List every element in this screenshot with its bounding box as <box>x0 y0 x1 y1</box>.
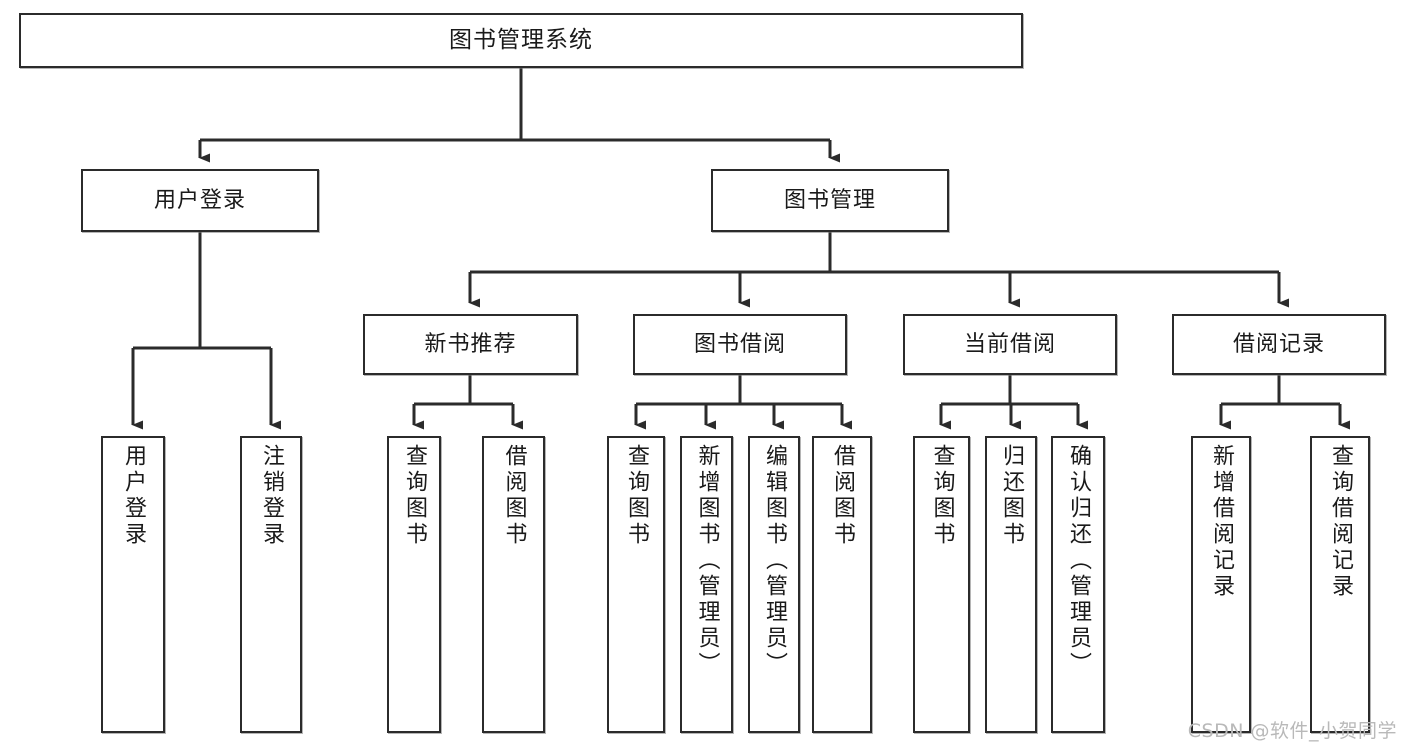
node-label: 归还图书 <box>998 444 1024 548</box>
node-leaf-query-books-borrow[interactable]: 查询图书 <box>607 436 665 733</box>
watermark-text: CSDN @软件_小贺同学 <box>1187 720 1397 742</box>
node-current-borrowing[interactable]: 当前借阅 <box>903 314 1117 375</box>
node-label: 用户登录 <box>120 444 146 548</box>
node-user-login[interactable]: 用户登录 <box>81 169 319 232</box>
node-leaf-user-login[interactable]: 用户登录 <box>101 436 165 733</box>
node-label: 注销登录 <box>258 444 284 548</box>
node-label: 确认归还（管理员） <box>1065 444 1091 678</box>
node-label: 借阅图书 <box>501 444 527 548</box>
node-leaf-edit-book-admin[interactable]: 编辑图书（管理员） <box>748 436 800 733</box>
node-label: 查询图书 <box>929 444 955 548</box>
node-new-book-recommendation[interactable]: 新书推荐 <box>363 314 578 375</box>
node-leaf-query-borrow-record[interactable]: 查询借阅记录 <box>1310 436 1370 733</box>
node-leaf-query-books-current[interactable]: 查询图书 <box>913 436 970 733</box>
node-book-borrowing[interactable]: 图书借阅 <box>633 314 847 375</box>
node-leaf-return-books[interactable]: 归还图书 <box>985 436 1037 733</box>
node-leaf-logout[interactable]: 注销登录 <box>240 436 302 733</box>
node-label: 编辑图书（管理员） <box>761 444 787 678</box>
node-book-management[interactable]: 图书管理 <box>711 169 949 232</box>
node-borrow-records[interactable]: 借阅记录 <box>1172 314 1386 375</box>
node-leaf-add-book-admin[interactable]: 新增图书（管理员） <box>680 436 733 733</box>
node-label: 查询图书 <box>623 444 649 548</box>
node-leaf-borrow-books-newbook[interactable]: 借阅图书 <box>482 436 545 733</box>
node-label: 图书管理 <box>783 187 876 213</box>
node-leaf-query-books-newbook[interactable]: 查询图书 <box>387 436 441 733</box>
node-leaf-add-borrow-record[interactable]: 新增借阅记录 <box>1191 436 1251 733</box>
node-label: 查询图书 <box>401 444 427 548</box>
node-leaf-borrow-books-borrow[interactable]: 借阅图书 <box>812 436 872 733</box>
node-label: 当前借阅 <box>963 331 1056 357</box>
node-label: 借阅图书 <box>829 444 855 548</box>
node-label: 新增图书（管理员） <box>694 444 720 678</box>
node-label: 借阅记录 <box>1232 331 1325 357</box>
node-root-book-management-system[interactable]: 图书管理系统 <box>19 13 1023 68</box>
node-label: 查询借阅记录 <box>1327 444 1353 600</box>
node-label: 用户登录 <box>153 187 246 213</box>
node-leaf-confirm-return-admin[interactable]: 确认归还（管理员） <box>1051 436 1105 733</box>
node-label: 图书借阅 <box>693 331 786 357</box>
node-label: 图书管理系统 <box>449 26 593 53</box>
node-label: 新增借阅记录 <box>1208 444 1234 600</box>
node-label: 新书推荐 <box>424 331 517 357</box>
